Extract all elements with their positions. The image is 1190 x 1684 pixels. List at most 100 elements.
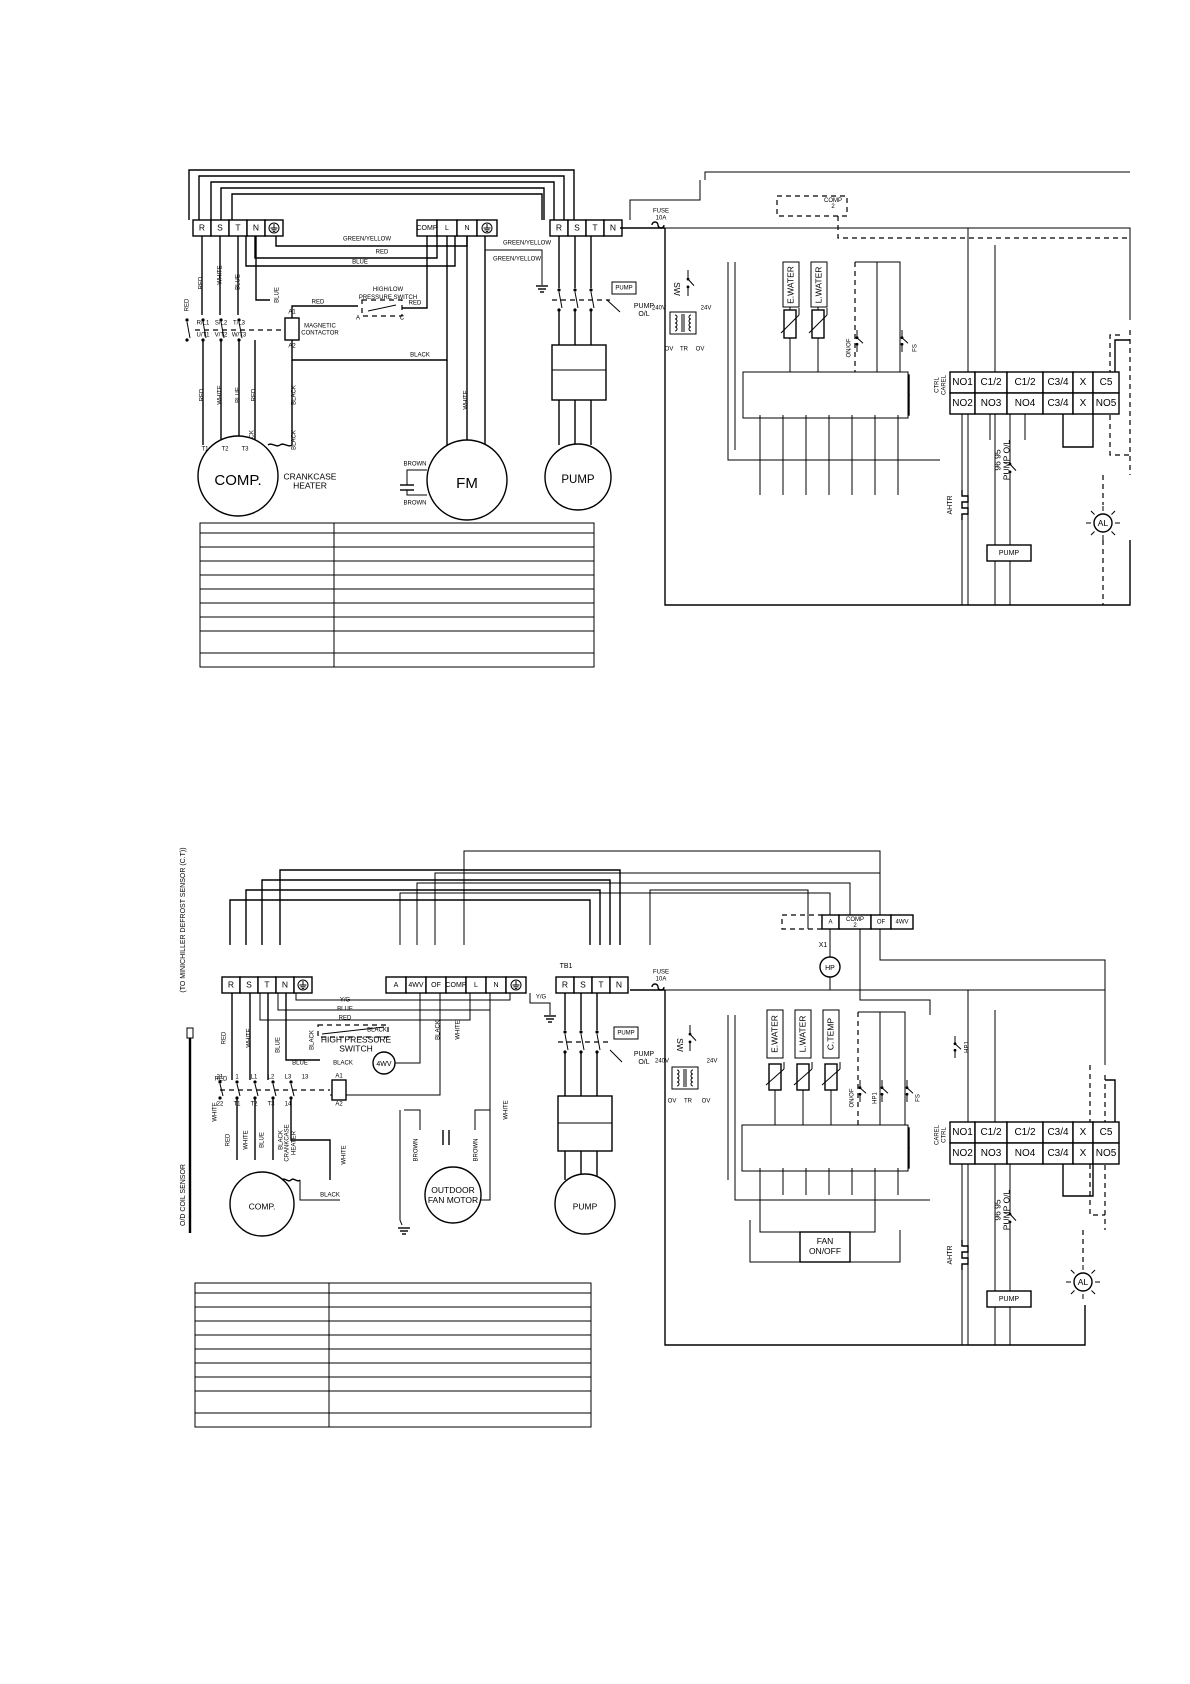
terminal-label: N [464,225,469,232]
terminal-label: L [474,982,478,989]
wire [259,993,471,1021]
legend-cell [328,1362,592,1378]
pump-overload-label: 96 95PUMP O/L [993,439,1012,480]
terminal-label: N [253,222,259,232]
bus-wire [231,193,543,220]
legend-cell [194,1376,330,1392]
transformer-coil [688,326,692,332]
bus-wire [220,187,545,220]
relay-cell [1092,1142,1120,1165]
terminal-label: S/L2 [215,321,228,327]
contact-dot [579,1030,583,1034]
comp-terminal-label: A [828,920,832,926]
sensor-label-box [766,1009,784,1059]
pump-contactor-tag [613,1026,639,1040]
terminal-label: T [264,979,269,989]
relay-label: NO2 [952,1148,973,1159]
wire-label: WHITE [218,265,224,284]
switch-terminal: C [400,316,405,322]
legend-cell [199,560,335,576]
contact-dot [557,288,561,292]
transformer-icon [671,1066,699,1090]
switch-label: SW [675,1038,685,1052]
terminal-label: 1 [235,1075,239,1081]
contact-dot [686,277,690,281]
alarm-lamp-icon [1073,1272,1093,1292]
bus-wire [463,850,881,945]
contact-dot [237,318,241,322]
contact-dot [1008,1212,1012,1216]
compressor-icon [197,435,279,517]
wire-label: RED [222,1031,228,1044]
legend-cell [199,616,335,632]
wire [277,993,491,1011]
legend-table [194,1282,592,1428]
wire [850,1230,901,1263]
lamp-ray [1091,1269,1096,1274]
transformer-label: TR [684,1099,693,1105]
terminal-label: U/T1 [196,333,210,339]
io-frame [742,371,909,419]
relay-cell [1092,392,1120,415]
lamp-ray [1091,1290,1096,1295]
wire-label: RED [339,1016,352,1022]
lamp-ray [1090,510,1095,515]
terminal-label: A [394,982,399,989]
wire [245,236,456,267]
contact-dot [271,1080,275,1084]
crankcase-heater-label: CRANKCASEHEATER [284,1124,297,1161]
transformer-coil [676,1081,680,1087]
terminal-label: 14 [285,1102,292,1108]
alarm-lamp-label: AL [1098,518,1109,528]
comp-terminal-label: 4WV [895,920,908,926]
legend-cell [328,1306,592,1322]
terminal-label: T/L3 [233,321,246,327]
ctrl-label: CTRLCAREL [934,374,947,395]
legend-cell [194,1320,330,1336]
contact-dot [858,1092,862,1096]
terminal-label: R/L1 [197,321,210,327]
legend-cell [333,588,595,604]
voltage-label: OV [668,1099,677,1105]
sensor-label: O/D COIL SENSOR [180,1164,187,1226]
alarm-lamp-icon [1093,513,1113,533]
terminal-label: N [610,222,616,232]
contact-dot [900,336,904,340]
switch-label: ON/OF [847,338,853,357]
wire [858,1011,906,1128]
contact-dot [185,338,189,342]
sensor-icon [793,1068,813,1086]
heater-label: AHTR [947,495,954,514]
relay-label: NO1 [952,377,973,388]
pump-tag-label: PUMP [999,1296,1020,1303]
switch-label: HP1 [873,1092,879,1104]
lamp-ray [1070,1290,1075,1295]
alarm-lamp-label: AL [1078,1277,1089,1287]
wire-label: GREEN/YELLOW [343,237,391,243]
wire-label: BLACK [436,1020,442,1040]
contact-dot [953,1042,957,1046]
wire [475,993,491,1201]
wire [402,236,428,309]
legend-cell [199,652,335,668]
comp-terminal-cell [890,914,914,930]
legend-cell [333,652,595,668]
terminal-label: L [445,225,449,232]
contact-dot [855,342,859,346]
contact-dot [880,1092,884,1096]
four-way-valve-label: 4WV [376,1061,392,1068]
contact-dot [1008,462,1012,466]
contact [272,1083,277,1097]
wire [295,993,511,1001]
wire-label: RED [376,250,389,256]
pump-tag-label: PUMP [615,286,632,292]
bus-wire [261,879,611,945]
switch-contact [689,1033,697,1041]
sensor-label: C.TEMP [825,1018,835,1050]
